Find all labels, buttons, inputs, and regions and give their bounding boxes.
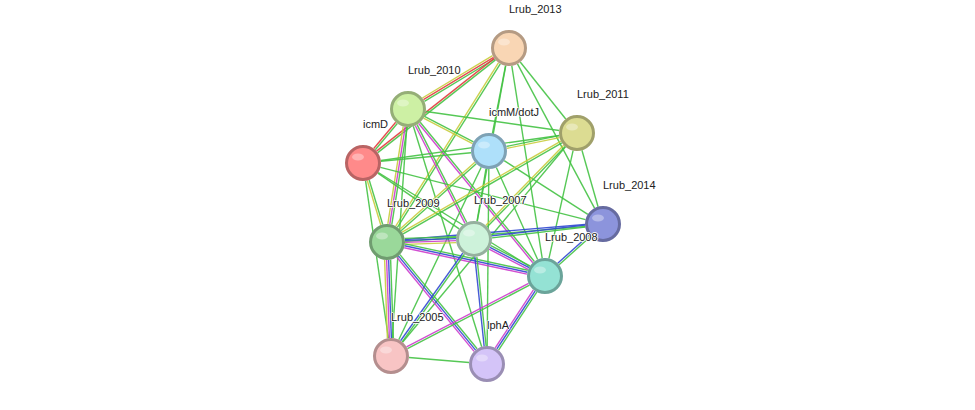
node-disc (458, 223, 491, 256)
evidence-line (491, 246, 530, 266)
node-highlight (534, 267, 546, 274)
evidence-line (377, 58, 495, 151)
evidence-line (405, 241, 456, 243)
protein-node: lphA (469, 346, 505, 382)
protein-label: Lrub_2005 (391, 311, 444, 324)
node-disc (529, 260, 562, 293)
interaction-edge (367, 180, 382, 225)
evidence-line (378, 173, 459, 229)
interaction-edge (405, 237, 456, 245)
protein-label: Lrub_2010 (408, 64, 461, 77)
node-circle (491, 30, 527, 66)
node-disc (471, 348, 504, 381)
protein-node: Lrub_2007 (456, 221, 492, 257)
evidence-line (385, 260, 388, 338)
node-highlight (376, 233, 388, 240)
evidence-line (582, 150, 598, 206)
protein-label: Lrub_2007 (474, 194, 527, 207)
evidence-line (398, 256, 475, 350)
node-circle (390, 91, 426, 127)
evidence-line (401, 253, 463, 341)
interaction-edge (489, 246, 530, 270)
interaction-edge (422, 56, 494, 102)
protein-node: Lrub_2009 (369, 224, 405, 260)
protein-label: icmD (363, 118, 388, 131)
node-disc (347, 147, 380, 180)
node-disc (473, 135, 506, 168)
interaction-edge (378, 173, 459, 229)
evidence-line (506, 136, 559, 147)
protein-label: Lrub_2011 (577, 88, 629, 101)
evidence-line (475, 257, 484, 346)
evidence-line (405, 243, 456, 245)
interaction-edge (385, 260, 394, 338)
evidence-line (424, 116, 473, 141)
node-highlight (566, 124, 578, 131)
evidence-line (424, 118, 473, 143)
evidence-line (402, 254, 464, 342)
evidence-line (400, 255, 477, 349)
protein-node: Lrub_2013 (491, 30, 527, 66)
evidence-line (392, 127, 407, 224)
protein-label: lphA (487, 319, 509, 332)
protein-node: icmM/dotJ (471, 133, 507, 169)
node-highlight (352, 154, 364, 161)
node-disc (561, 117, 594, 150)
protein-node: Lrub_2010 (390, 91, 426, 127)
interaction-edge (409, 357, 469, 362)
interaction-edge (388, 126, 407, 224)
evidence-line (409, 357, 469, 362)
node-circle (527, 258, 563, 294)
node-circle (469, 346, 505, 382)
node-disc (371, 226, 404, 259)
protein-node: Lrub_2005 (373, 338, 409, 374)
protein-node: Lrub_2011 (559, 115, 595, 151)
interaction-edge (475, 257, 486, 346)
evidence-line (495, 290, 533, 348)
node-disc (493, 32, 526, 65)
node-highlight (476, 355, 488, 362)
node-highlight (397, 100, 409, 107)
node-circle (373, 338, 409, 374)
protein-node: icmD (345, 145, 381, 181)
evidence-line (397, 257, 474, 351)
evidence-line (405, 239, 456, 241)
evidence-line (489, 249, 528, 269)
interaction-edge (401, 253, 465, 342)
protein-label: Lrub_2008 (545, 231, 598, 244)
node-circle (456, 221, 492, 257)
node-disc (375, 340, 408, 373)
evidence-line (477, 257, 486, 346)
node-circle (345, 145, 381, 181)
evidence-line (490, 247, 529, 267)
node-circle (369, 224, 405, 260)
node-highlight (478, 142, 490, 149)
node-highlight (592, 215, 604, 222)
evidence-line (423, 57, 493, 99)
interaction-edge (397, 255, 477, 352)
protein-label: Lrub_2013 (509, 3, 562, 16)
protein-label: Lrub_2014 (603, 179, 656, 192)
node-highlight (498, 39, 510, 46)
protein-label: Lrub_2009 (387, 197, 440, 210)
evidence-line (400, 162, 475, 229)
protein-label: icmM/dotJ (489, 106, 539, 119)
node-disc (392, 93, 425, 126)
interaction-edge (582, 150, 598, 206)
node-highlight (380, 347, 392, 354)
node-circle (559, 115, 595, 151)
node-circle (471, 133, 507, 169)
protein-node: Lrub_2008 (527, 258, 563, 294)
node-highlight (463, 230, 475, 237)
evidence-line (405, 237, 456, 239)
